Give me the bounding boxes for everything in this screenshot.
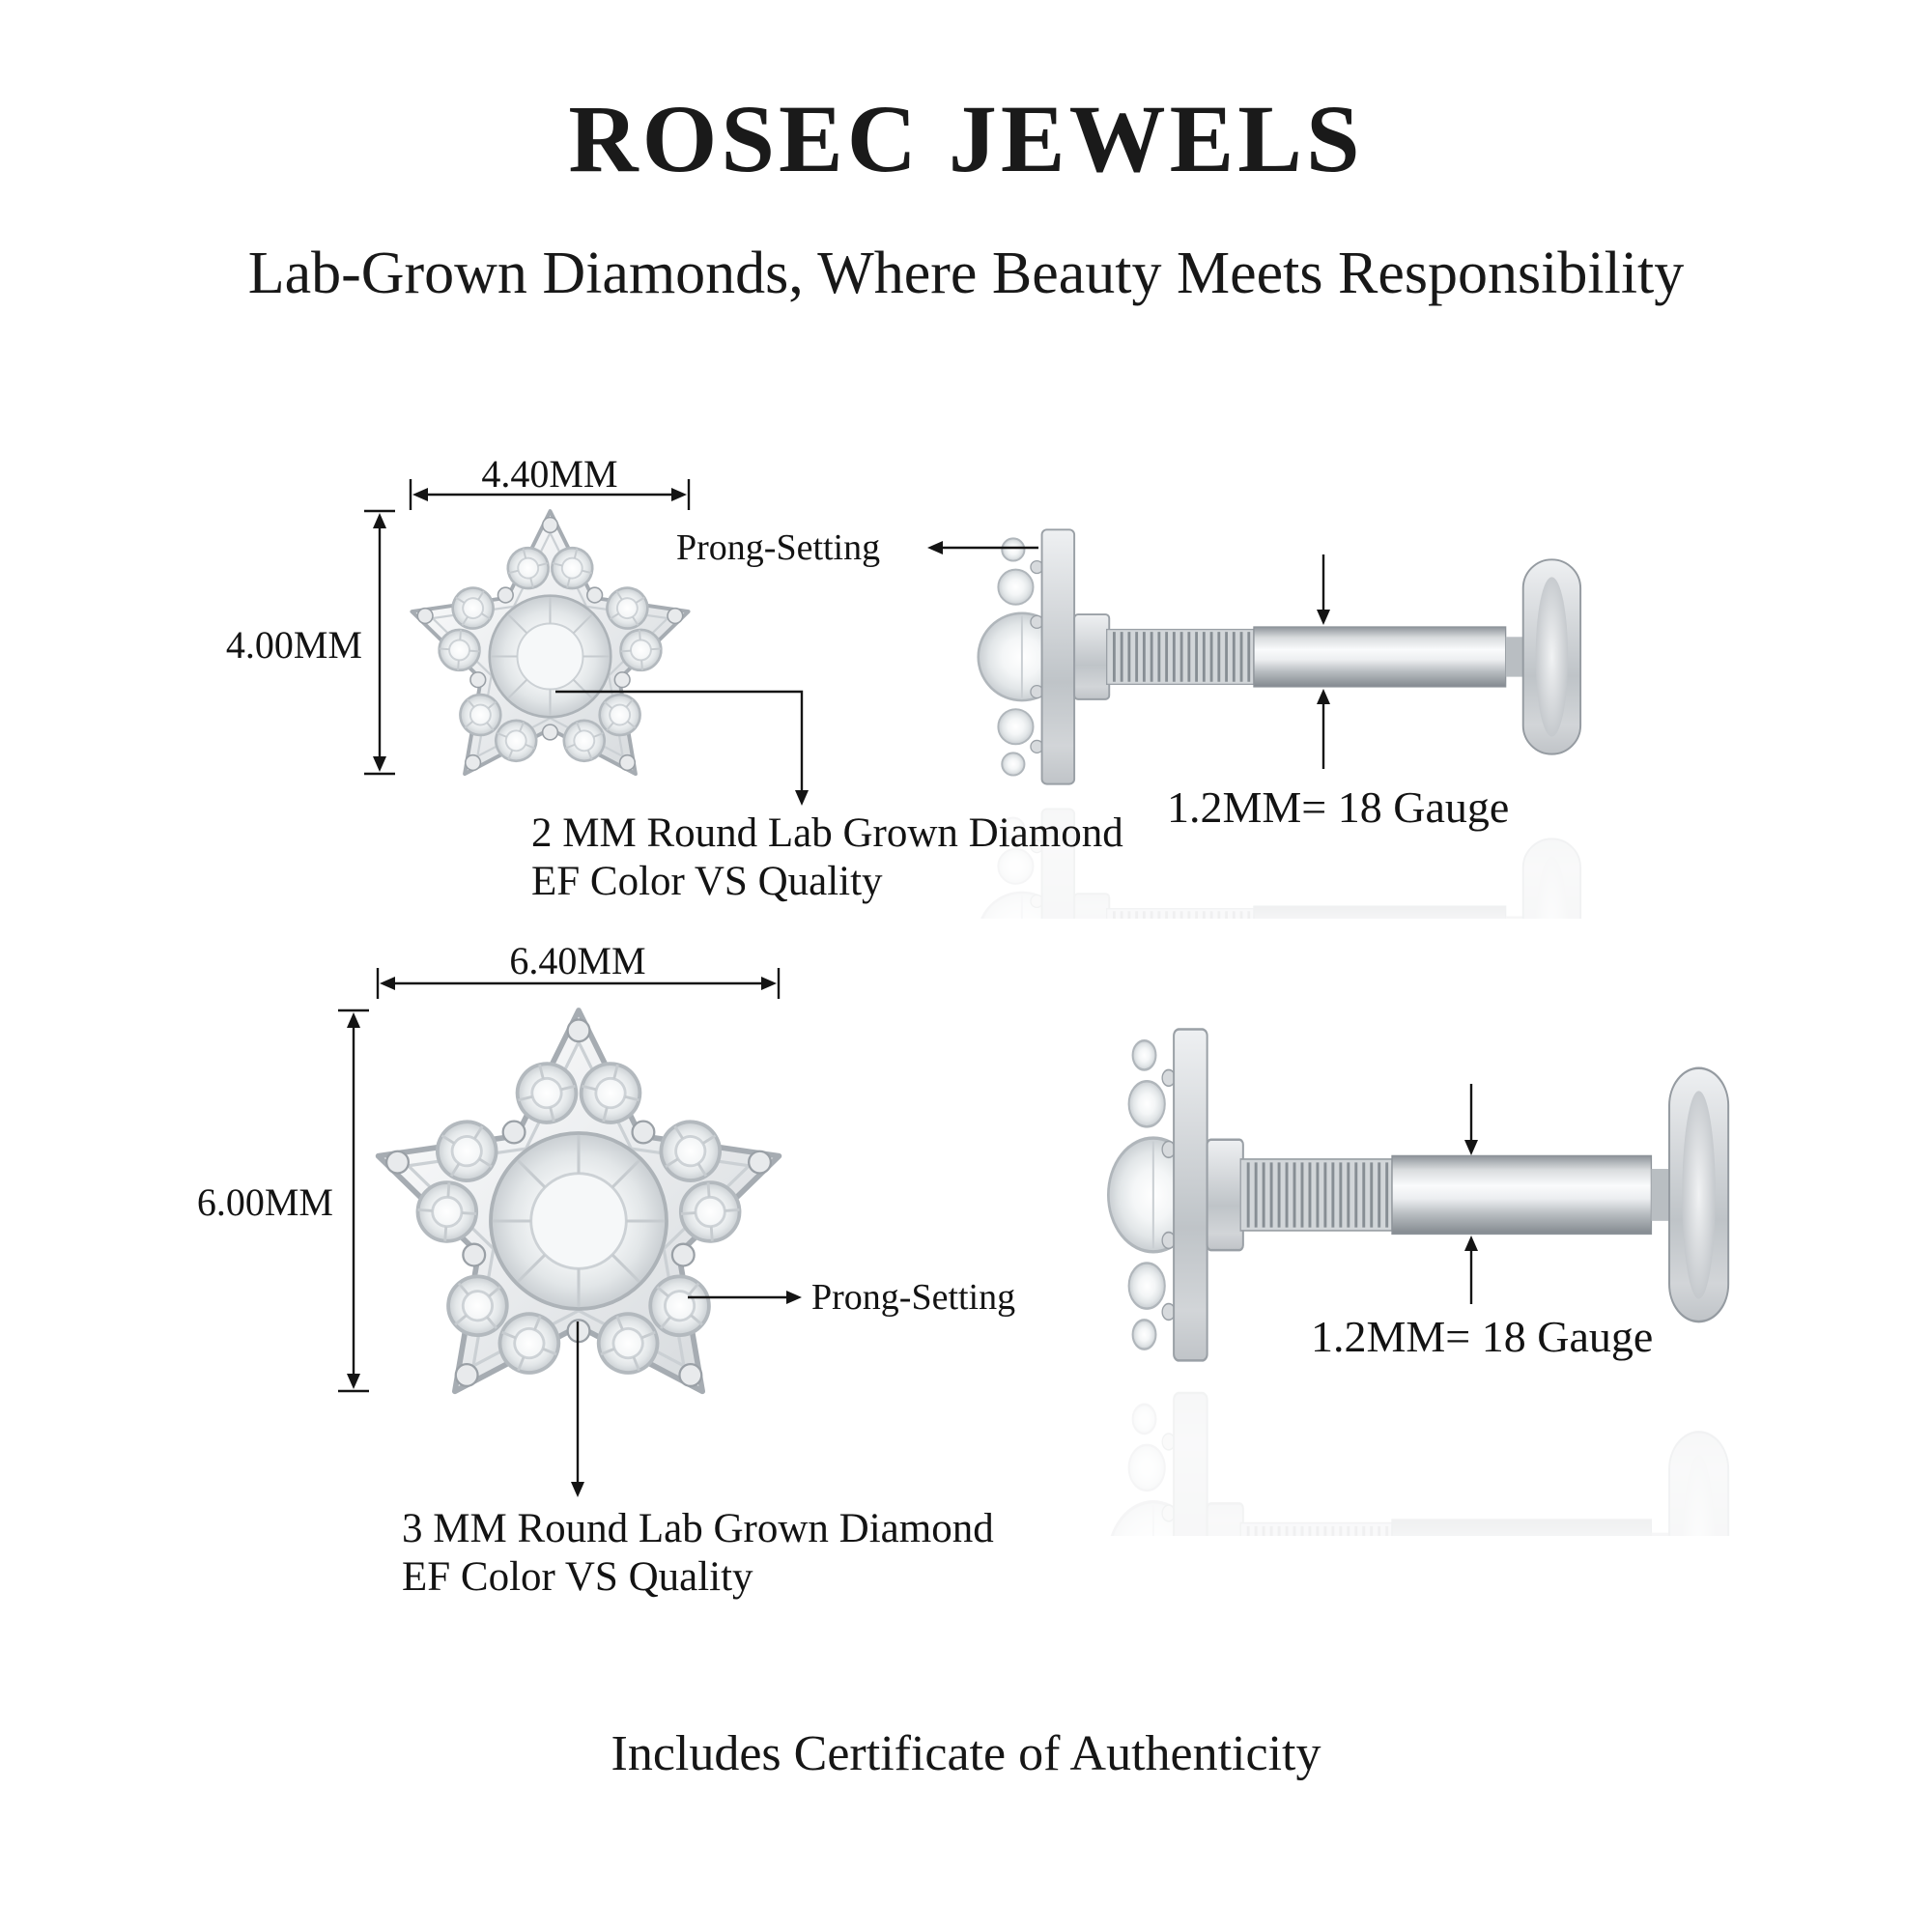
- small-diamond-spec-line2: EF Color VS Quality: [531, 859, 883, 904]
- small-width-dimension-label: 4.40MM: [481, 452, 618, 496]
- small-diamond-spec-line1: 2 MM Round Lab Grown Diamond: [531, 810, 1123, 856]
- large-diamond-spec-line1: 3 MM Round Lab Grown Diamond: [402, 1506, 994, 1551]
- certificate-note: Includes Certificate of Authenticity: [611, 1726, 1321, 1781]
- small-height-dimension-label: 4.00MM: [225, 623, 362, 667]
- large-diamond-spec: 3 MM Round Lab Grown Diamond EF Color VS…: [402, 1505, 994, 1602]
- small-gauge-label: 1.2MM= 18 Gauge: [1167, 782, 1510, 832]
- large-diamond-spec-line2: EF Color VS Quality: [402, 1554, 753, 1600]
- small-diamond-spec: 2 MM Round Lab Grown Diamond EF Color VS…: [531, 810, 1123, 906]
- brand-title: ROSEC JEWELS: [568, 85, 1364, 192]
- large-width-dimension-label: 6.40MM: [509, 939, 646, 982]
- large-gauge-label: 1.2MM= 18 Gauge: [1311, 1312, 1654, 1361]
- brand-tagline: Lab-Grown Diamonds, Where Beauty Meets R…: [247, 241, 1685, 306]
- large-height-dimension-label: 6.00MM: [196, 1180, 333, 1224]
- small-prong-setting-label: Prong-Setting: [676, 527, 881, 568]
- large-prong-setting-label: Prong-Setting: [811, 1277, 1016, 1318]
